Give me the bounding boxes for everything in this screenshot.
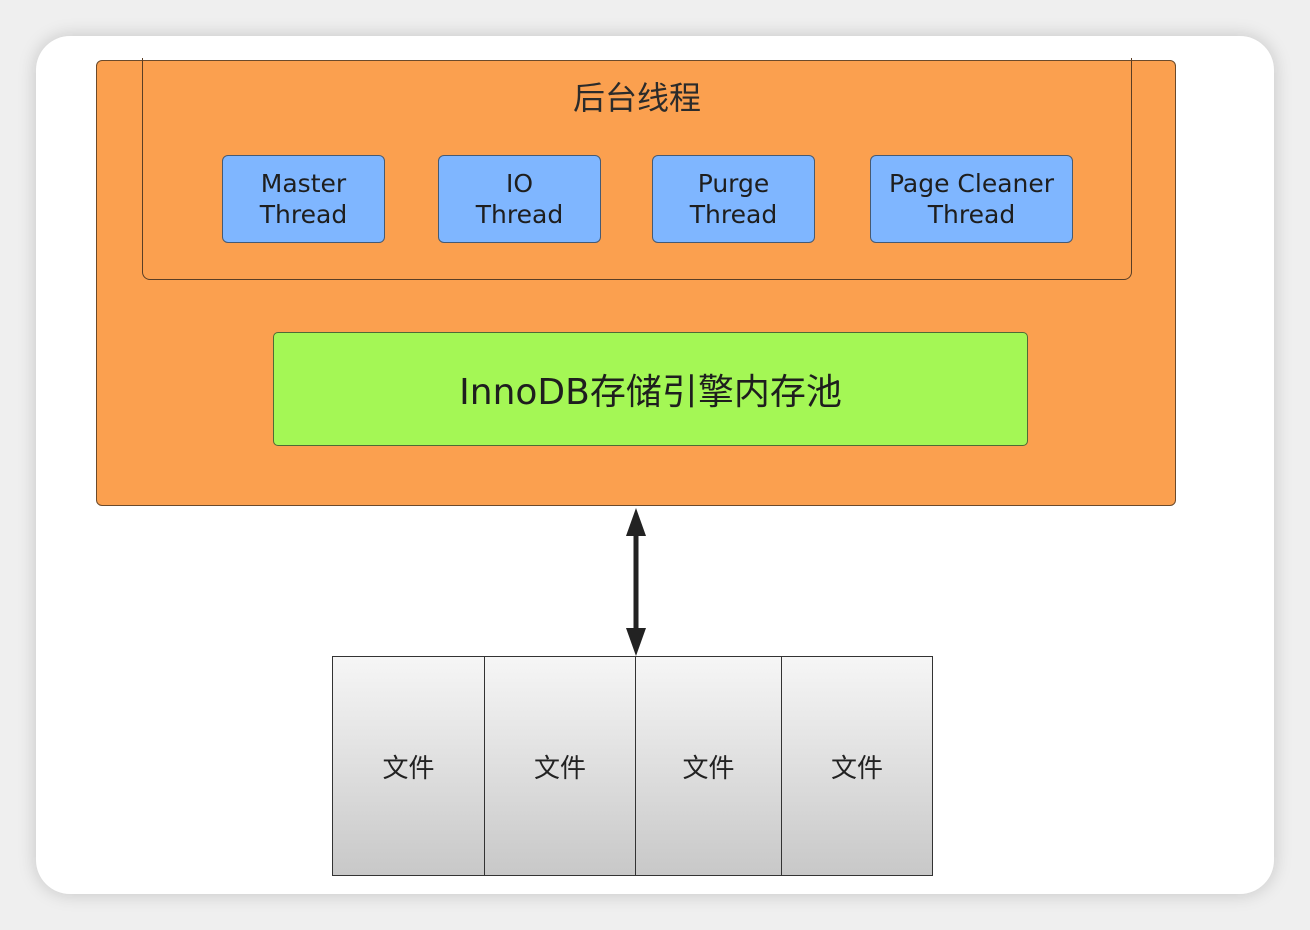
bidirectional-arrow bbox=[626, 508, 646, 656]
file-label: 文件 bbox=[533, 753, 586, 784]
thread-label-line1: Page Cleaner bbox=[888, 169, 1055, 198]
purge-thread-box: Purge Thread bbox=[652, 155, 815, 243]
page-cleaner-thread-box: Page Cleaner Thread bbox=[870, 155, 1073, 243]
file-box: 文件 bbox=[485, 657, 636, 875]
master-thread-box: Master Thread bbox=[222, 155, 385, 243]
thread-label-line2: Thread bbox=[259, 200, 348, 229]
file-label: 文件 bbox=[682, 753, 735, 784]
file-label: 文件 bbox=[830, 753, 883, 784]
thread-label-line2: Thread bbox=[927, 200, 1016, 229]
background-threads-box bbox=[142, 58, 1132, 280]
arrow-head-up bbox=[626, 508, 646, 536]
file-box: 文件 bbox=[782, 657, 932, 875]
io-thread-box: IO Thread bbox=[438, 155, 601, 243]
thread-label-line1: Master bbox=[260, 169, 347, 198]
thread-label-line2: Thread bbox=[475, 200, 564, 229]
file-box: 文件 bbox=[333, 657, 485, 875]
background-threads-title: 后台线程 bbox=[572, 79, 701, 117]
thread-label-line2: Thread bbox=[689, 200, 778, 229]
file-box: 文件 bbox=[636, 657, 782, 875]
thread-label-line1: Purge bbox=[697, 169, 770, 198]
innodb-buffer-pool-box: InnoDB存储引擎内存池 bbox=[273, 332, 1028, 446]
buffer-pool-label: InnoDB存储引擎内存池 bbox=[459, 372, 842, 413]
file-label: 文件 bbox=[382, 753, 435, 784]
thread-label-line1: IO bbox=[505, 169, 534, 198]
arrow-head-down bbox=[626, 628, 646, 656]
files-row: 文件 文件 文件 文件 bbox=[332, 656, 933, 876]
